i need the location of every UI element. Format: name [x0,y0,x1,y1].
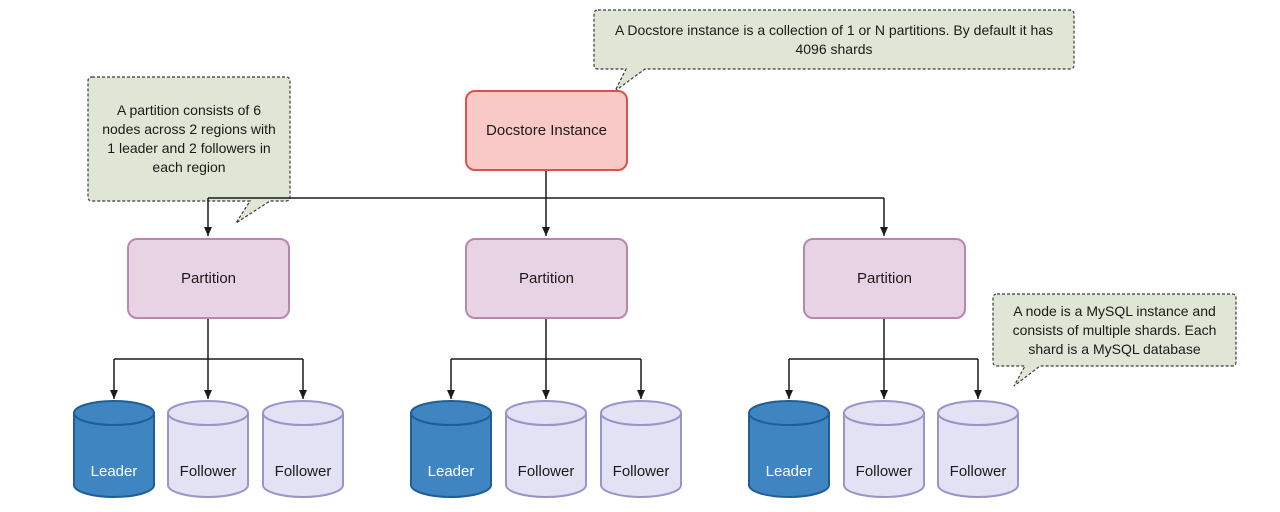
follower-node-label: Follower [517,463,575,480]
note-partition: A partition consists of 6 nodes across 2… [102,102,276,175]
follower-node-label: Follower [612,463,670,480]
note-instance: A Docstore instance is a collection of 1… [614,21,1054,57]
note-node: A node is a MySQL instance and consists … [1012,302,1217,357]
instance-to-partition-connectors [204,171,888,236]
follower-database-icon [505,400,587,498]
cylinder-top [262,400,344,426]
follower-node-label: Follower [949,463,1007,480]
cylinder-top [843,400,925,426]
follower-database-icon [600,400,682,498]
follower-database-icon [167,400,249,498]
cylinder-top [167,400,249,426]
leader-node-label: Leader [90,463,138,480]
partition-label: Partition [180,270,237,287]
docstore-instance-box: Docstore Instance [465,90,628,171]
follower-node-label: Follower [179,463,237,480]
cylinder-top [410,400,492,426]
note-bubble-instance [593,9,1075,92]
note-bubble-node [992,293,1237,387]
leader-node-label: Leader [427,463,475,480]
leader-database-icon [748,400,830,498]
follower-database-icon [843,400,925,498]
cylinder-top [73,400,155,426]
follower-node-label: Follower [274,463,332,480]
partition-box: Partition [465,238,628,319]
partition-to-node-connectors [110,319,982,399]
leader-node-label: Leader [765,463,813,480]
cylinder-top [505,400,587,426]
note-bubble-partition [87,76,291,224]
partition-label: Partition [856,270,913,287]
partition-label: Partition [518,270,575,287]
cylinder-top [748,400,830,426]
partition-box: Partition [127,238,290,319]
database-cylinders [73,400,1019,498]
follower-database-icon [937,400,1019,498]
docstore-instance-label: Docstore Instance [486,122,607,139]
follower-node-label: Follower [855,463,913,480]
leader-database-icon [410,400,492,498]
partition-box: Partition [803,238,966,319]
cylinder-top [600,400,682,426]
leader-database-icon [73,400,155,498]
follower-database-icon [262,400,344,498]
cylinder-top [937,400,1019,426]
